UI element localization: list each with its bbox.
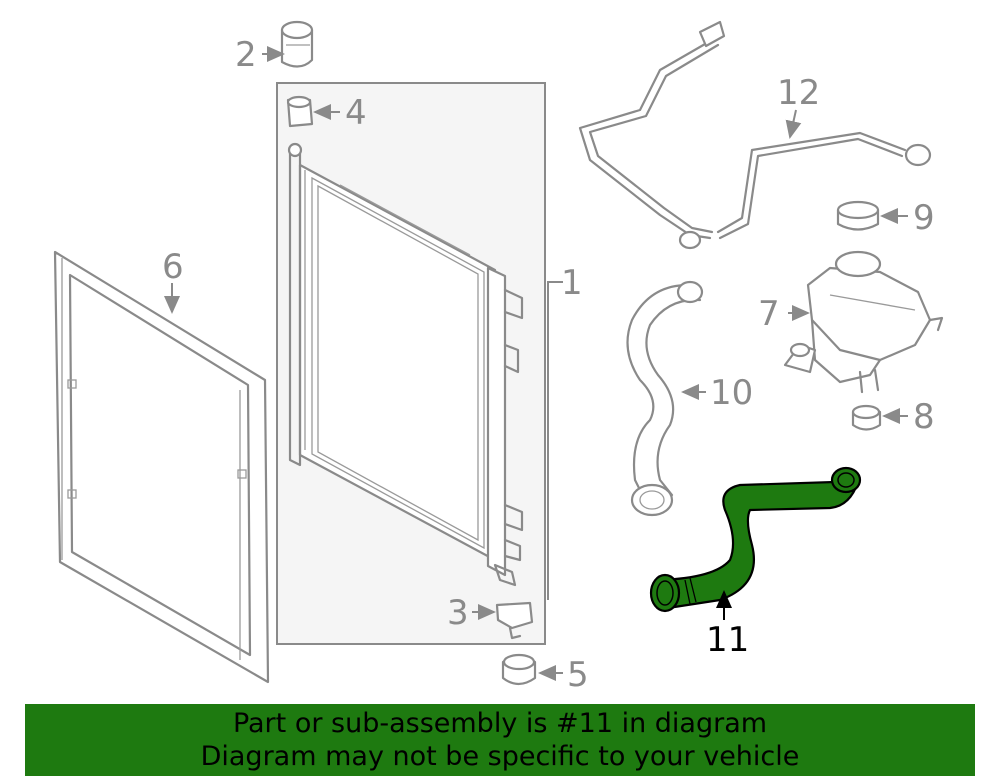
plug-part-8[interactable] — [851, 404, 882, 431]
callout-10: 10 — [710, 373, 753, 413]
callout-leaders — [164, 46, 908, 681]
info-banner: Part or sub-assembly is #11 in diagram D… — [25, 704, 975, 776]
hose-part-11[interactable] — [649, 466, 862, 613]
shroud-frame-part-6[interactable] — [53, 250, 270, 684]
radiator-assembly[interactable] — [276, 82, 546, 645]
callout-8: 8 — [913, 397, 935, 437]
callout-6: 6 — [162, 247, 184, 287]
mount-part-5[interactable] — [501, 653, 537, 686]
expansion-tank-part-7[interactable] — [783, 250, 944, 394]
radiator-cap-part-2[interactable] — [280, 20, 314, 68]
callout-1: 1 — [561, 263, 583, 303]
callout-12: 12 — [777, 73, 820, 113]
grommet-part-4[interactable] — [286, 95, 314, 128]
callout-11: 11 — [706, 620, 749, 660]
callout-3: 3 — [447, 593, 469, 633]
callout-7: 7 — [758, 294, 780, 334]
callout-9: 9 — [913, 198, 935, 238]
callout-2: 2 — [235, 35, 257, 75]
banner-line-2: Diagram may not be specific to your vehi… — [200, 741, 800, 772]
banner-line-1: Part or sub-assembly is #11 in diagram — [232, 708, 768, 739]
reservoir-cap-part-9[interactable] — [836, 200, 880, 231]
hose-part-10[interactable] — [626, 280, 704, 517]
callout-5: 5 — [567, 655, 589, 695]
vent-pipe-part-12[interactable] — [578, 20, 932, 250]
callout-4: 4 — [345, 93, 367, 133]
bracket-part-3[interactable] — [495, 601, 534, 640]
